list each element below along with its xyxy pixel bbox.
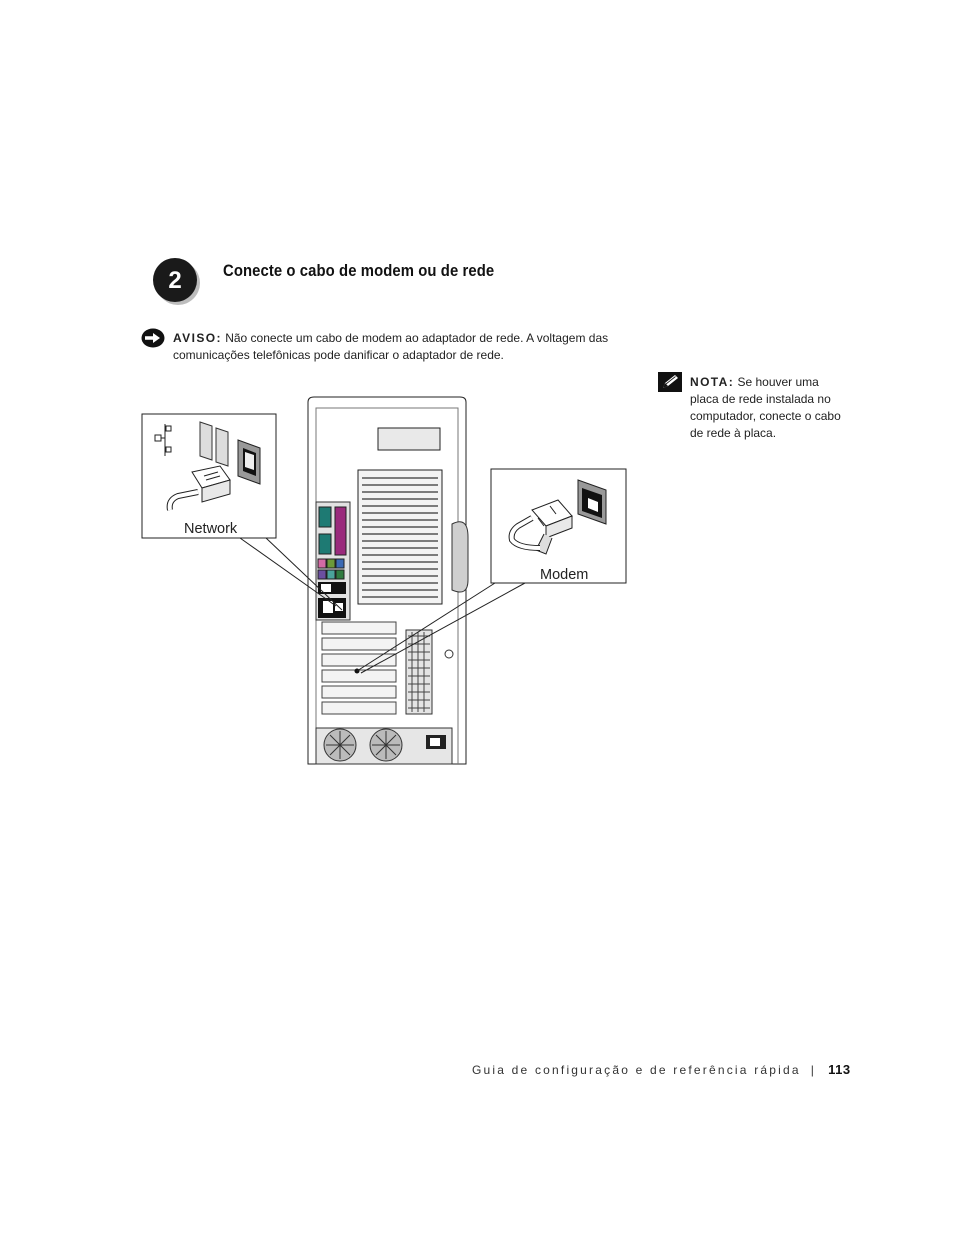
notice-text: Não conecte um cabo de modem ao adaptado…	[173, 331, 609, 362]
modem-callout: Modem	[490, 468, 627, 584]
page-footer: Guia de configuração e de referência ráp…	[472, 1062, 851, 1077]
step-number-badge: 2	[153, 258, 200, 305]
note-label: NOTA:	[690, 375, 735, 389]
network-cable-plug-icon	[166, 465, 231, 511]
guide-title: Guia de configuração e de referência ráp…	[472, 1063, 801, 1077]
expansion-slots	[321, 621, 397, 715]
step-number: 2	[168, 267, 181, 294]
computer-back-panel-illustration: Network Modem	[141, 396, 627, 765]
network-symbol-icon	[154, 424, 172, 456]
network-card-bracket-icon	[199, 421, 229, 467]
modem-label: Modem	[540, 567, 588, 583]
note-text: Se houver uma placa de rede instalada no…	[690, 375, 841, 440]
leader-lines	[239, 537, 526, 674]
notice-block: AVISO: Não conecte um cabo de modem ao a…	[173, 330, 633, 364]
footer-separator: |	[810, 1063, 817, 1077]
notice-arrow-icon	[141, 328, 165, 348]
lower-grille	[405, 629, 433, 715]
network-label: Network	[184, 521, 238, 537]
padlock-ring	[444, 649, 454, 659]
io-panel	[315, 501, 351, 621]
network-jack-icon	[237, 439, 261, 485]
network-callout: Network	[141, 413, 277, 539]
vent-grille	[362, 477, 438, 598]
page-number: 113	[828, 1062, 851, 1077]
fans-and-power	[315, 727, 453, 765]
pencil-note-icon	[658, 372, 682, 392]
step-title: Conecte o cabo de modem ou de rede	[223, 262, 495, 280]
modem-cable-plug-icon	[508, 499, 573, 555]
side-handle	[451, 521, 469, 593]
modem-jack-icon	[577, 479, 607, 525]
notice-label: AVISO:	[173, 331, 222, 345]
note-block: NOTA: Se houver uma placa de rede instal…	[690, 374, 850, 442]
